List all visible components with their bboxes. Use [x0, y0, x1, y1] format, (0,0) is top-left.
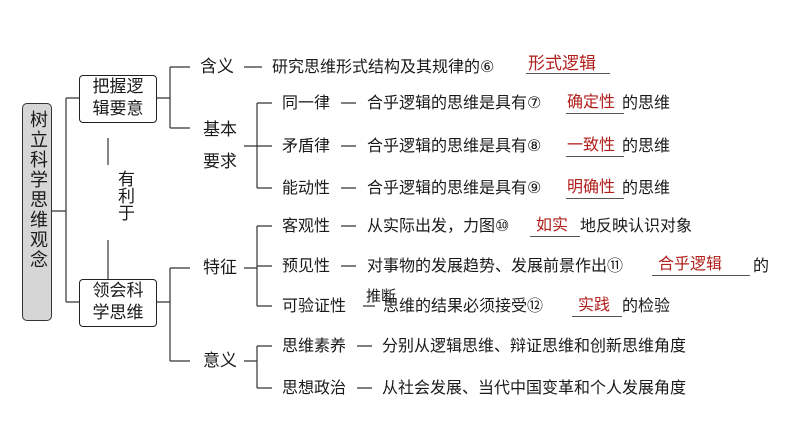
- basic-item-answer: 明确性: [567, 177, 616, 196]
- basic-label-line2: 要求: [203, 152, 237, 172]
- feature-item-answer: 如实: [536, 215, 569, 234]
- feature-item-answer: 实践: [578, 295, 611, 314]
- basic-item-name: 同一律: [282, 93, 331, 112]
- feature-item-blank: [572, 316, 622, 317]
- basic-item-answer: 确定性: [567, 92, 616, 111]
- branch1-label-line2: 辑要意: [92, 99, 144, 119]
- basic-item-blank: [566, 198, 624, 199]
- basic-item-prefix: 合乎逻辑的思维是具有⑦: [367, 93, 542, 112]
- features-label: 特征: [203, 258, 237, 278]
- feature-item-name: 预见性: [282, 256, 331, 275]
- feature-item-answer: 合乎逻辑: [658, 254, 723, 273]
- feature-item-suffix: 的检验: [622, 296, 671, 315]
- feature-item-name: 可验证性: [282, 296, 347, 315]
- basic-item-prefix: 合乎逻辑的思维是具有⑨: [367, 178, 542, 197]
- feature-item-suffix: 的: [753, 256, 770, 275]
- link-label: 有利于: [114, 170, 134, 221]
- significance-item-text: 分别从逻辑思维、辩证思维和创新思维角度: [382, 336, 687, 355]
- meaning-text: 研究思维形式结构及其规律的⑥: [272, 57, 495, 76]
- feature-item-blank: [652, 275, 750, 276]
- basic-item-suffix: 的思维: [622, 93, 671, 112]
- basic-item-name: 矛盾律: [282, 136, 331, 155]
- branch2-label-line2: 学思维: [92, 303, 144, 323]
- feature-item-extra: 推断: [366, 287, 397, 305]
- branch2-node: 领会科 学思维: [79, 279, 157, 327]
- meaning-answer: 形式逻辑: [528, 54, 596, 74]
- branch1-node: 把握逻 辑要意: [79, 75, 157, 123]
- significance-label: 意义: [203, 351, 237, 371]
- branch1-label-line1: 把握逻: [92, 77, 144, 97]
- feature-item-name: 客观性: [282, 216, 331, 235]
- feature-item-prefix: 思维的结果必须接受⑫: [383, 296, 544, 315]
- basic-item-suffix: 的思维: [622, 178, 671, 197]
- basic-item-prefix: 合乎逻辑的思维是具有⑧: [367, 136, 542, 155]
- feature-item-prefix: 从实际出发，力图⑩: [367, 216, 510, 235]
- meaning-blank: [526, 73, 610, 74]
- branch2-label-line1: 领会科: [92, 281, 144, 301]
- basic-item-blank: [566, 113, 624, 114]
- root-label: 树立科学思维观念: [27, 110, 48, 270]
- feature-item-blank: [530, 236, 580, 237]
- significance-item-text: 从社会发展、当代中国变革和个人发展角度: [382, 378, 687, 397]
- significance-item-name: 思想政治: [282, 378, 347, 397]
- meaning-label: 含义: [200, 57, 234, 77]
- feature-item-prefix: 对事物的发展趋势、发展前景作出⑪: [367, 256, 624, 275]
- basic-item-name: 能动性: [282, 178, 331, 197]
- root-node: 树立科学思维观念: [22, 103, 52, 321]
- basic-item-suffix: 的思维: [622, 136, 671, 155]
- basic-label-line1: 基本: [203, 120, 237, 140]
- feature-item-suffix: 地反映认识对象: [580, 216, 693, 235]
- significance-item-name: 思维素养: [282, 336, 347, 355]
- basic-item-answer: 一致性: [567, 135, 616, 154]
- basic-item-blank: [566, 156, 624, 157]
